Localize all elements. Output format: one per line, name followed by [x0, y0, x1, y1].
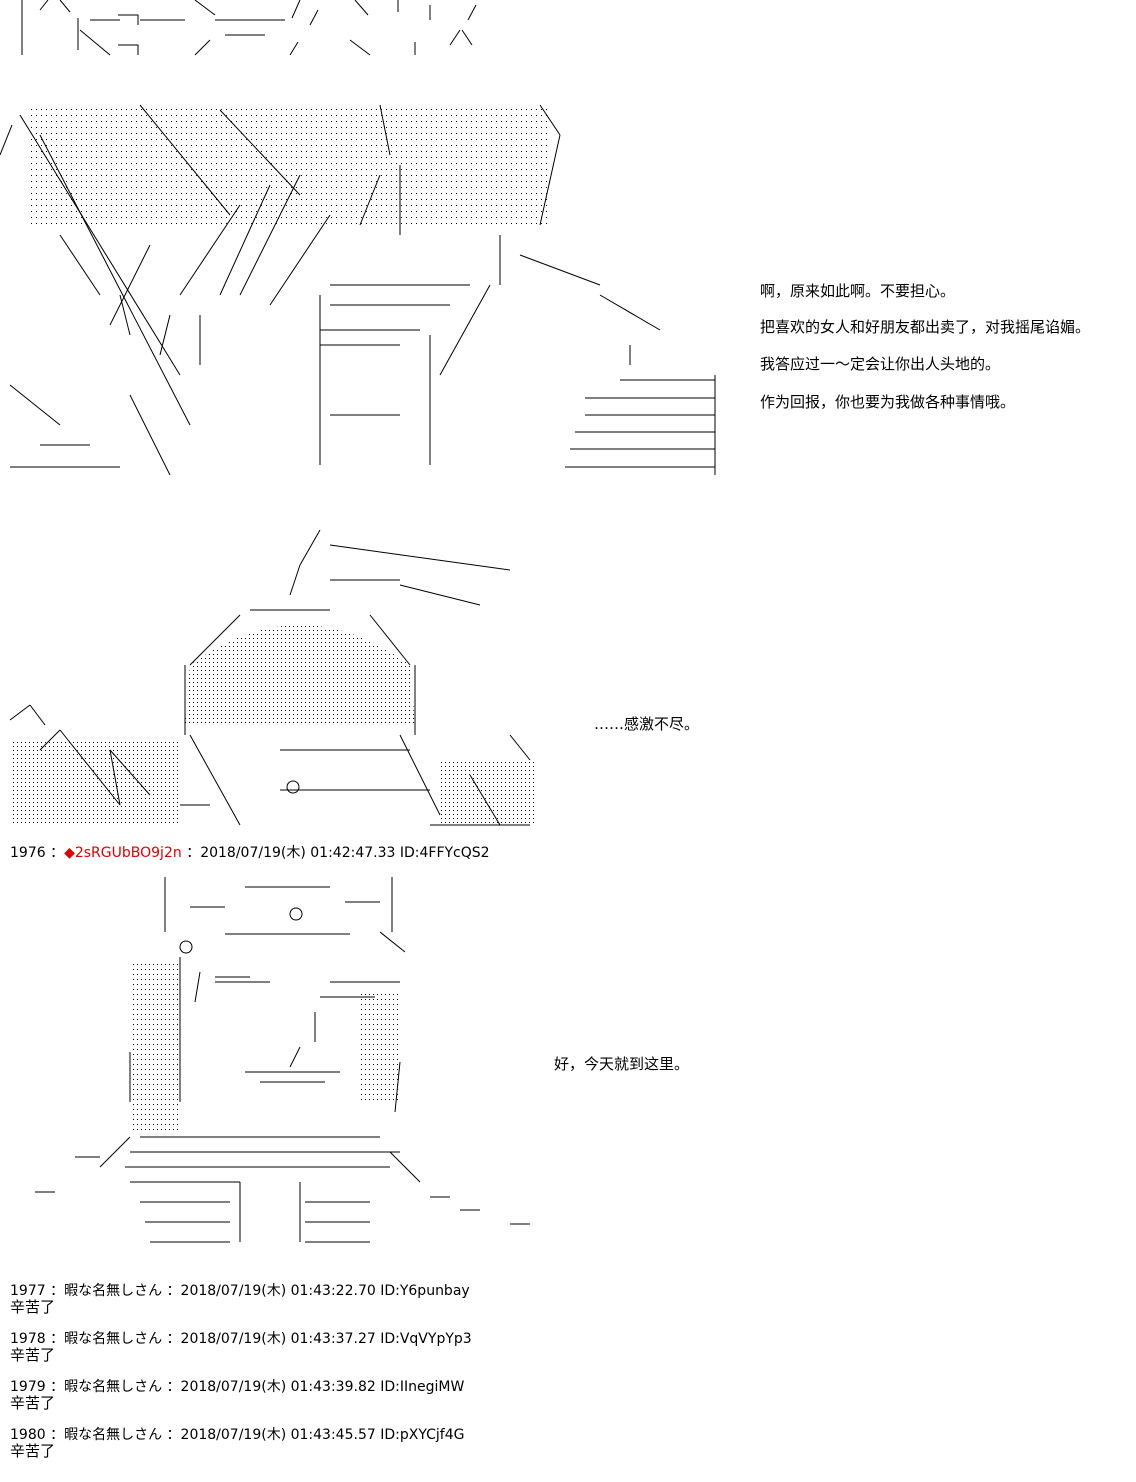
panel-1-dialogue-line-1: 啊，原来如此啊。不要担心。: [760, 282, 956, 300]
post-trip: ◆2sRGUbBO9j2n: [64, 845, 182, 861]
ascii-art-top-strokes: [21, 0, 477, 56]
panel-1-dialogue-line-2: 把喜欢的女人和好朋友都出卖了，对我摇尾谄媚。: [760, 318, 1091, 336]
post-1976-header: 1976 ：◆2sRGUbBO9j2n ：2018/07/19(木) 01:42…: [10, 845, 490, 861]
reply-datetime: 2018/07/19(木) 01:43:22.70: [180, 1283, 376, 1299]
reply-number[interactable]: 1977: [10, 1283, 46, 1299]
reply-number[interactable]: 1979: [10, 1379, 46, 1395]
panel-3-dialogue-line-1: 好，今天就到这里。: [554, 1055, 690, 1073]
reply-1980-body: 辛苦了: [10, 1442, 56, 1460]
reply-1979-body: 辛苦了: [10, 1394, 56, 1412]
post-datetime: 2018/07/19(木) 01:42:47.33: [200, 845, 396, 861]
reply-id: ID:pXYCjf4G: [380, 1427, 465, 1443]
reply-1977-body: 辛苦了: [10, 1298, 56, 1316]
ascii-art-top-fragment: [0, 0, 480, 60]
reply-id: ID:IInegiMW: [380, 1379, 465, 1395]
reply-1978-body: 辛苦了: [10, 1346, 56, 1364]
reply-1977-header: 1977 ：暇な名無しさん ：2018/07/19(木) 01:43:22.70…: [10, 1283, 470, 1299]
ascii-art-panel-3-strokes: [35, 877, 530, 1243]
reply-name: 暇な名無しさん: [64, 1331, 163, 1347]
ascii-art-panel-1: [0, 95, 730, 480]
panel-1-dialogue-line-3: 我答应过一～定会让你出人头地的。: [760, 355, 1001, 373]
reply-1980-header: 1980 ：暇な名無しさん ：2018/07/19(木) 01:43:45.57…: [10, 1427, 465, 1443]
reply-1978-header: 1978 ：暇な名無しさん ：2018/07/19(木) 01:43:37.27…: [10, 1331, 472, 1347]
ascii-art-panel-2-strokes: [9, 529, 535, 826]
post-separator: ：: [50, 845, 65, 861]
post-id: ID:4FFYcQS2: [399, 845, 490, 861]
reply-name: 暇な名無しさん: [64, 1427, 163, 1443]
reply-name: 暇な名無しさん: [64, 1283, 163, 1299]
reply-number[interactable]: 1978: [10, 1331, 46, 1347]
reply-datetime: 2018/07/19(木) 01:43:39.82: [180, 1379, 376, 1395]
reply-id: ID:VqVYpYp3: [380, 1331, 472, 1347]
reply-datetime: 2018/07/19(木) 01:43:45.57: [180, 1427, 376, 1443]
reply-id: ID:Y6punbay: [380, 1283, 470, 1299]
post-separator: ：: [186, 845, 201, 861]
reply-number[interactable]: 1980: [10, 1427, 46, 1443]
panel-2-dialogue-line-1: ……感激不尽。: [594, 715, 700, 733]
panel-1-dialogue-line-4: 作为回报，你也要为我做各种事情哦。: [760, 393, 1016, 411]
reply-datetime: 2018/07/19(木) 01:43:37.27: [180, 1331, 376, 1347]
reply-1979-header: 1979 ：暇な名無しさん ：2018/07/19(木) 01:43:39.82…: [10, 1379, 465, 1395]
ascii-art-panel-1-strokes: [0, 104, 716, 476]
post-number[interactable]: 1976: [10, 845, 46, 861]
reply-name: 暇な名無しさん: [64, 1379, 163, 1395]
ascii-art-panel-3: [0, 872, 540, 1252]
ascii-art-panel-2: [0, 525, 545, 835]
